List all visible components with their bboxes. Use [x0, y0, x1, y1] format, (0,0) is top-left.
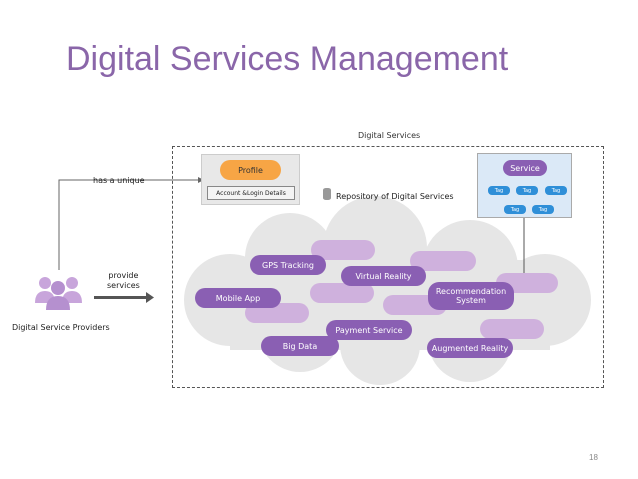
digital-services-label: Digital Services	[358, 131, 421, 140]
ghost-service-node	[480, 319, 544, 339]
has-unique-connector	[58, 179, 198, 270]
tag-node: Tag	[488, 186, 510, 195]
service-node-mobile-app: Mobile App	[195, 288, 281, 308]
page-title: Digital Services Management	[66, 40, 509, 78]
provide-arrow-shaft	[94, 296, 146, 299]
ghost-service-node	[410, 251, 476, 271]
has-unique-label: has a unique	[93, 176, 145, 185]
service-node-augmented-reality: Augmented Reality	[427, 338, 513, 358]
tag-node: Tag	[532, 205, 554, 214]
service-node: Service	[503, 160, 547, 176]
users-icon	[35, 277, 82, 310]
repository-label: Repository of Digital Services	[336, 192, 454, 201]
service-node-big-data: Big Data	[261, 336, 339, 356]
service-node-gps-tracking: GPS Tracking	[250, 255, 326, 275]
tag-node: Tag	[516, 186, 538, 195]
ghost-service-node	[245, 303, 309, 323]
provide-services-label: provide services	[107, 271, 140, 290]
page-number: 18	[589, 453, 598, 462]
actor-label: Digital Service Providers	[12, 323, 110, 332]
service-node-payment-service: Payment Service	[326, 320, 412, 340]
tag-node: Tag	[504, 205, 526, 214]
provide-arrowhead	[146, 292, 154, 303]
ghost-service-node	[311, 240, 375, 260]
profile-node: Profile	[220, 160, 281, 180]
ghost-service-node	[310, 283, 374, 303]
digital-services-container	[172, 146, 604, 388]
service-node-virtual-reality: Virtual Reality	[341, 266, 426, 286]
account-login-node: Account &Login Details	[207, 186, 295, 200]
service-node-recommendation-system: Recommendation System	[428, 282, 514, 310]
tag-node: Tag	[545, 186, 567, 195]
database-icon	[323, 188, 331, 200]
